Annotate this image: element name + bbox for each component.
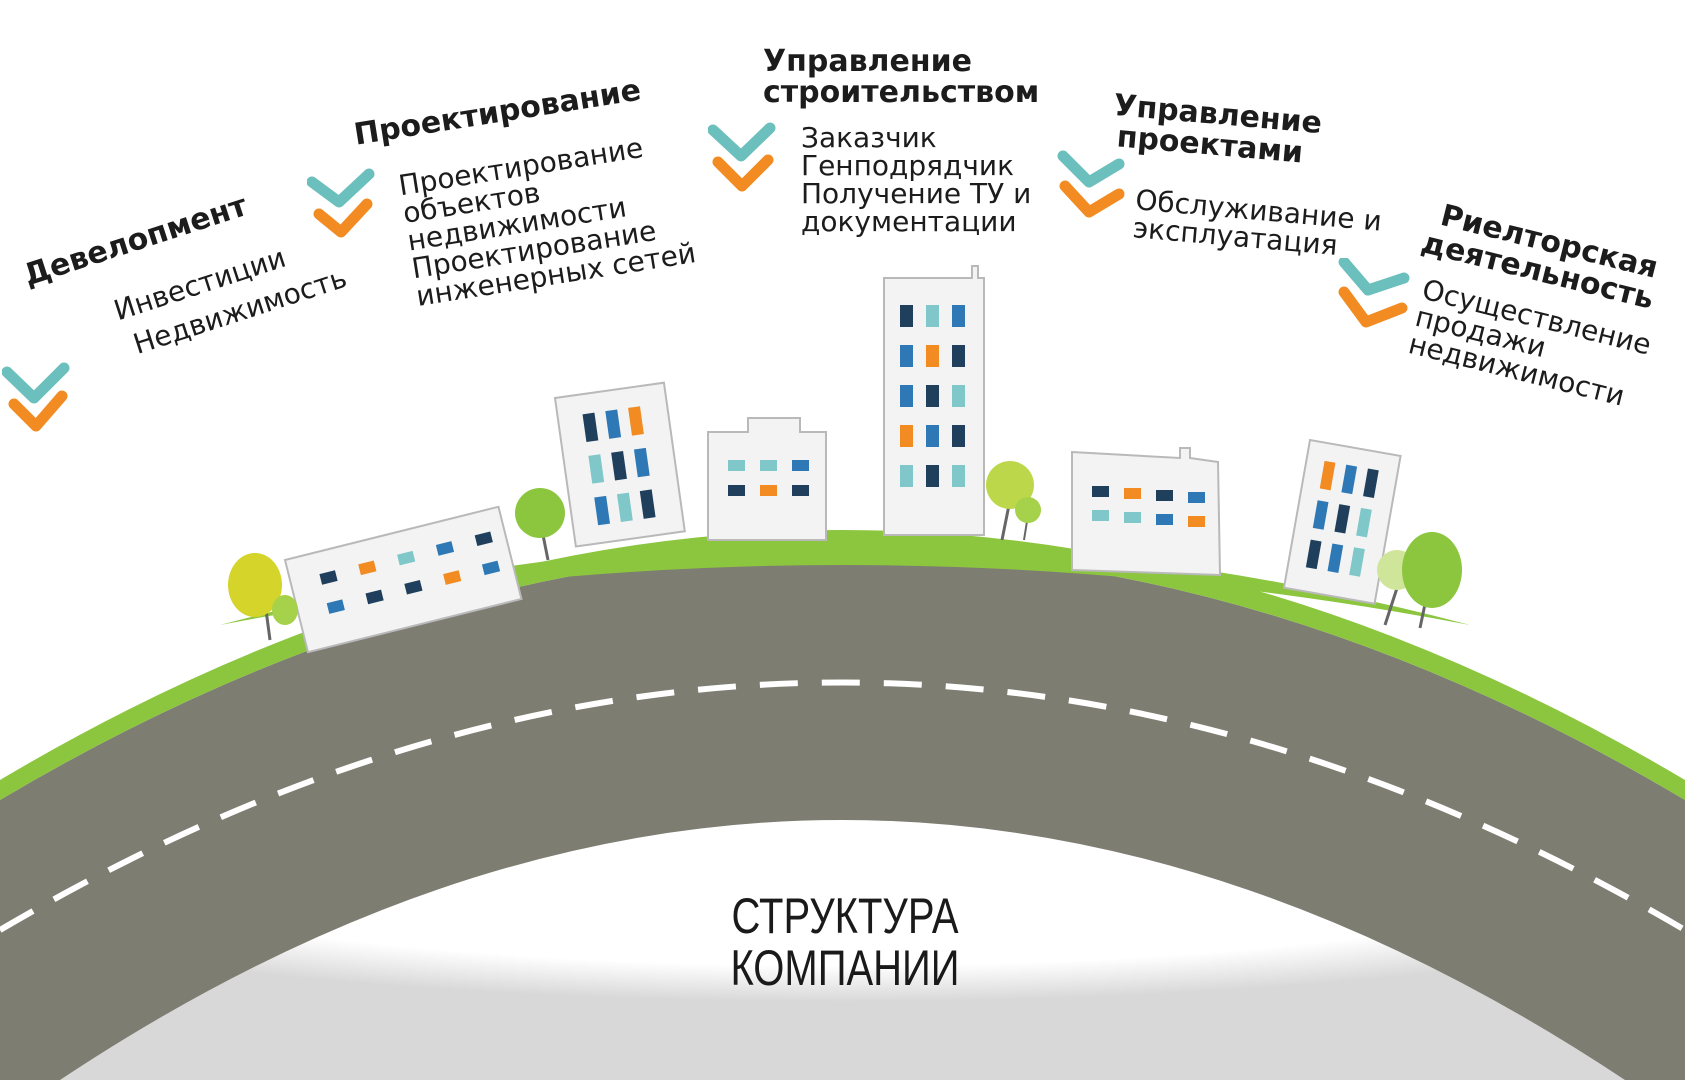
list-item: Получение ТУ и [801,177,1032,210]
check-orange-icon [8,390,68,432]
caption-line: КОМПАНИИ [730,940,960,996]
road-inner-area [60,820,1625,1080]
check-teal-icon [708,122,776,162]
list-item: Заказчик [801,121,937,154]
block-construction: Управление строительством Заказчик Генпо… [763,46,1039,236]
check-teal-icon [1057,150,1125,188]
check-teal-icon [1338,258,1410,296]
check-orange-icon [1338,286,1408,328]
check-pair [1338,258,1410,328]
check-orange-icon [712,154,774,192]
tree-icon [986,461,1041,541]
building-icon [1071,447,1222,577]
list-item: Генподрядчик [801,149,1015,182]
building-icon [553,381,686,548]
check-pair [1057,150,1125,218]
tree-icon [228,553,298,641]
check-teal-icon [307,168,375,208]
diagram-caption: СТРУКТУРА КОМПАНИИ [729,890,961,994]
building-icon [283,505,523,654]
check-orange-icon [313,198,373,238]
block-project-management: Управление проектами Обслуживание и эксп… [1102,88,1391,264]
building-icon [883,265,985,536]
block-title: строительством [763,75,1040,110]
check-teal-icon [2,362,70,404]
block-title: Управление [763,44,972,79]
check-pair [2,362,70,432]
tree-icon [1377,532,1462,629]
building-icon [707,417,827,541]
caption-line: СТРУКТУРА [731,888,959,944]
check-pair [307,168,375,238]
tree-icon [515,488,565,561]
building-icon [1282,438,1402,605]
check-orange-icon [1059,180,1125,218]
road-center-line [0,679,1685,933]
check-pair [708,122,776,192]
list-item: документации [801,205,1017,238]
